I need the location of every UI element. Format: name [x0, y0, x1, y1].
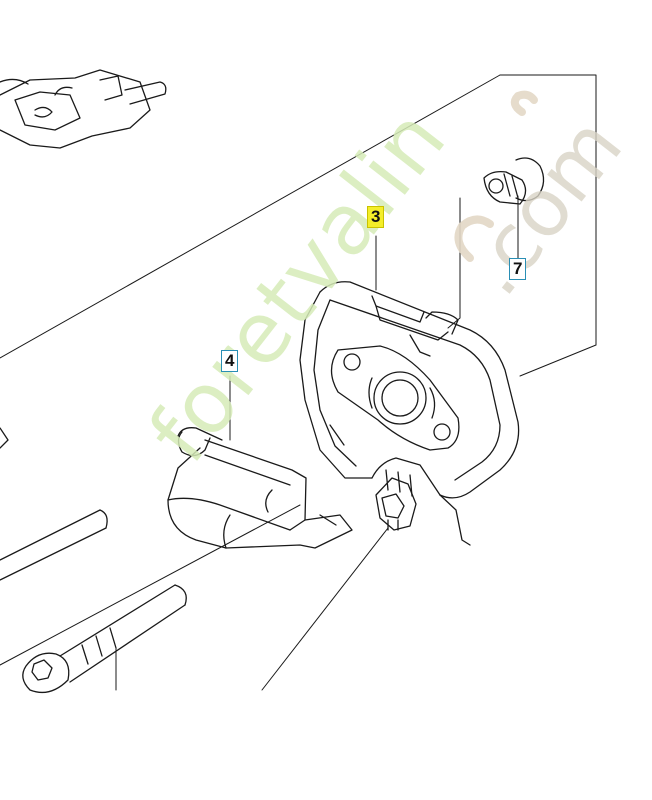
- adjuster-knob: [375, 477, 417, 531]
- part-4-bracket: [167, 427, 353, 549]
- frame-line: [0, 504, 301, 666]
- long-rod: [0, 509, 108, 581]
- callout-4[interactable]: 4: [221, 350, 239, 372]
- watermark-swoosh: [454, 90, 538, 262]
- carburetor-fragment: [0, 69, 167, 149]
- callout-3[interactable]: 3: [367, 206, 385, 228]
- edge-fragment: [0, 427, 9, 449]
- socket-screw: [22, 584, 187, 694]
- callout-7[interactable]: 7: [509, 258, 527, 280]
- part-7-grommet: [483, 157, 545, 205]
- frame-line: [0, 74, 501, 359]
- frame-line: [519, 344, 597, 377]
- frame-line: [499, 74, 597, 346]
- part-3-housing: [299, 281, 520, 546]
- leader-line: [447, 197, 461, 329]
- leader-line: [261, 527, 389, 691]
